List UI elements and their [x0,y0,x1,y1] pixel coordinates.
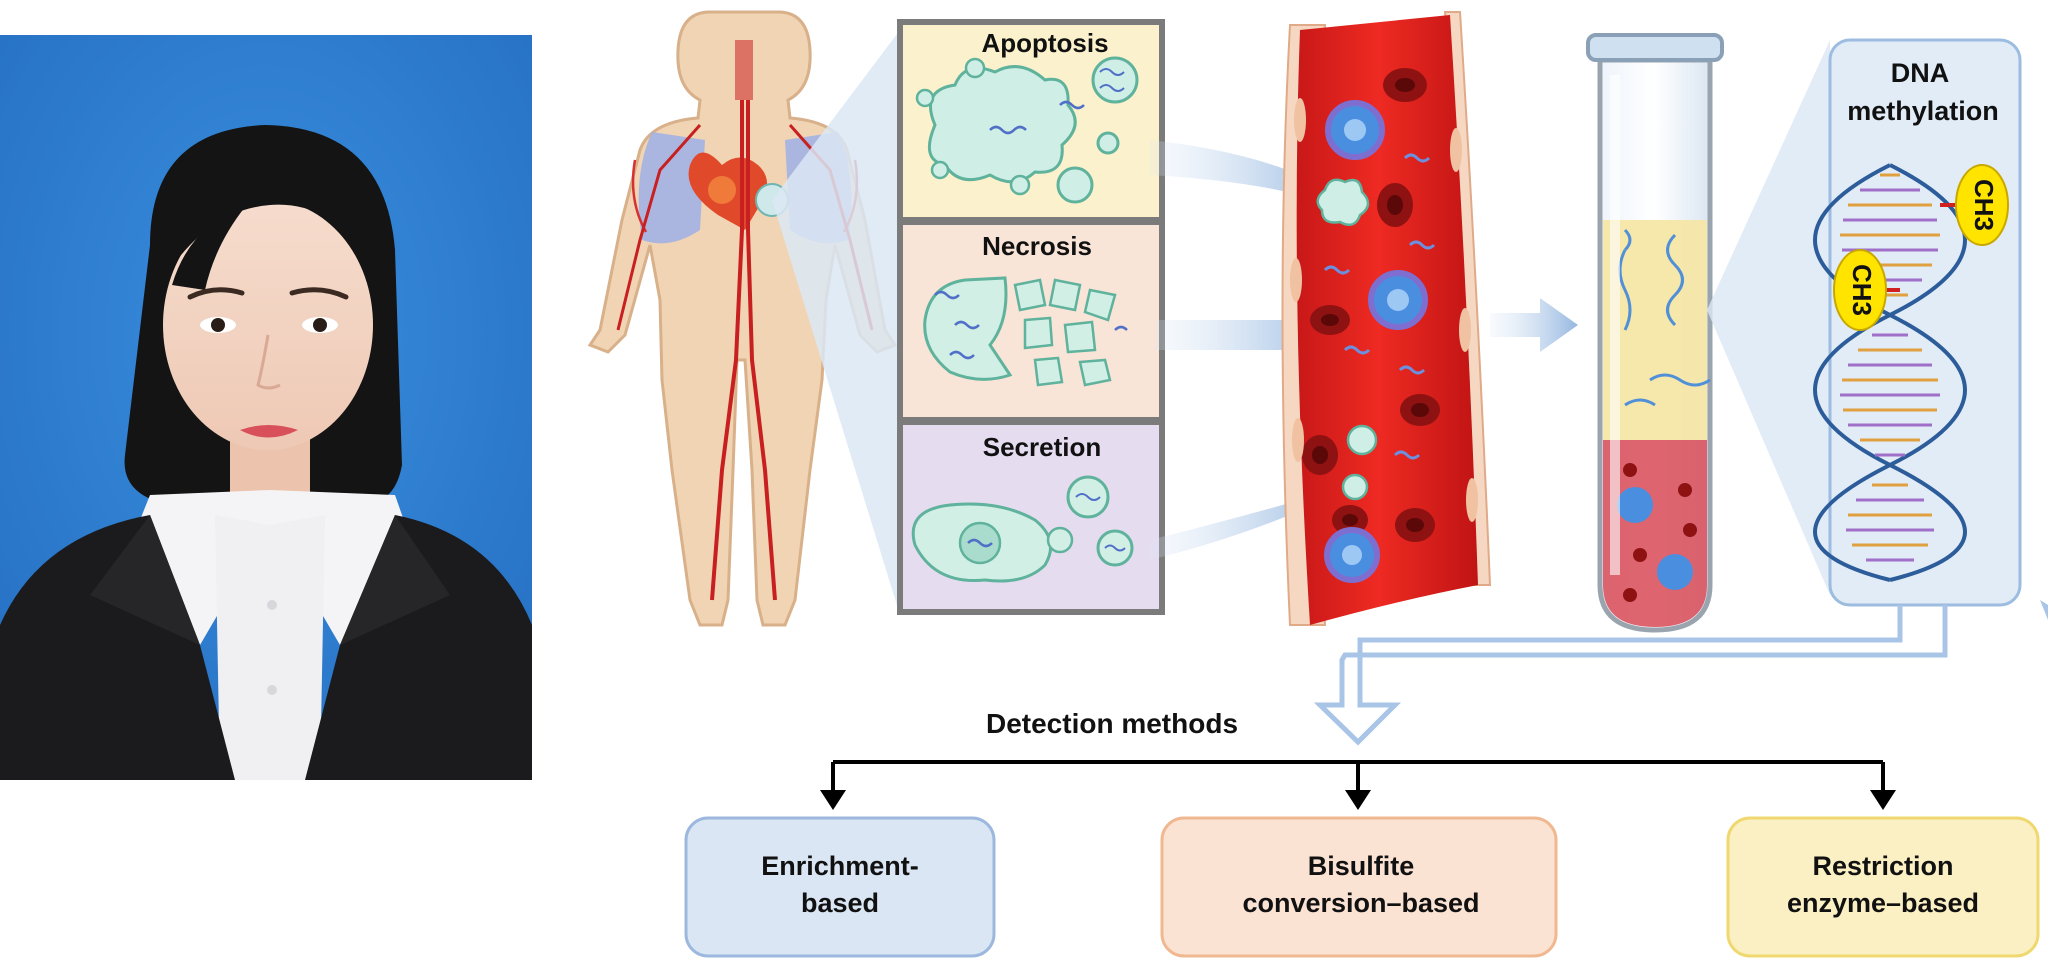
dna-methylation-panel: DNA methylation [1813,38,2022,607]
method-box-enrichment: Enrichment- based [684,816,996,958]
dna-title-line2: methylation [1847,96,1999,126]
detection-methods-title: Detection methods [986,708,1238,739]
lips [240,425,298,438]
ch3-badge-lower: CH3 [1833,249,1887,331]
flow-arrow-secretion [1150,475,1340,560]
lung-left [638,132,705,244]
method-restriction-line1: Restriction [1812,851,1953,881]
method-bisulfite-line1: Bisulfite [1308,851,1415,881]
arrow-to-tube [1490,298,1578,352]
connector-arrow [1313,605,1948,746]
portrait-photo [0,35,532,780]
dna-title-line1: DNA [1891,58,1950,88]
method-box-restriction: Restriction enzyme–based [1726,816,2040,958]
ch3-label-upper: CH3 [1969,179,1999,231]
secretion-label: Secretion [983,432,1102,462]
test-tube-icon [1586,33,1724,633]
method-bisulfite-line2: conversion–based [1242,888,1479,918]
zoom-wedge [772,30,900,615]
detection-methods-tree: Detection methods Enrichment- based Bisu… [684,708,2040,958]
method-restriction-line2: enzyme–based [1787,888,1979,918]
method-enrichment-line1: Enrichment- [761,851,919,881]
cell-release-panels: Apoptosis Necrosis Secretion [897,19,1165,615]
face [163,200,373,450]
method-enrichment-line2: based [801,888,879,918]
apoptosis-label: Apoptosis [981,28,1108,58]
ch3-label-lower: CH3 [1847,264,1877,316]
ch3-badge-upper: CH3 [1955,164,2009,246]
flow-arrow-necrosis [1155,300,1340,370]
jacket [0,515,235,780]
blood-vessel [1281,11,1492,626]
flow-arrow-apoptosis [1150,140,1340,215]
shirt-collar [110,490,430,645]
method-box-bisulfite: Bisulfite conversion–based [1160,816,1558,958]
necrosis-label: Necrosis [982,231,1092,261]
necrotic-cell [923,276,1013,381]
